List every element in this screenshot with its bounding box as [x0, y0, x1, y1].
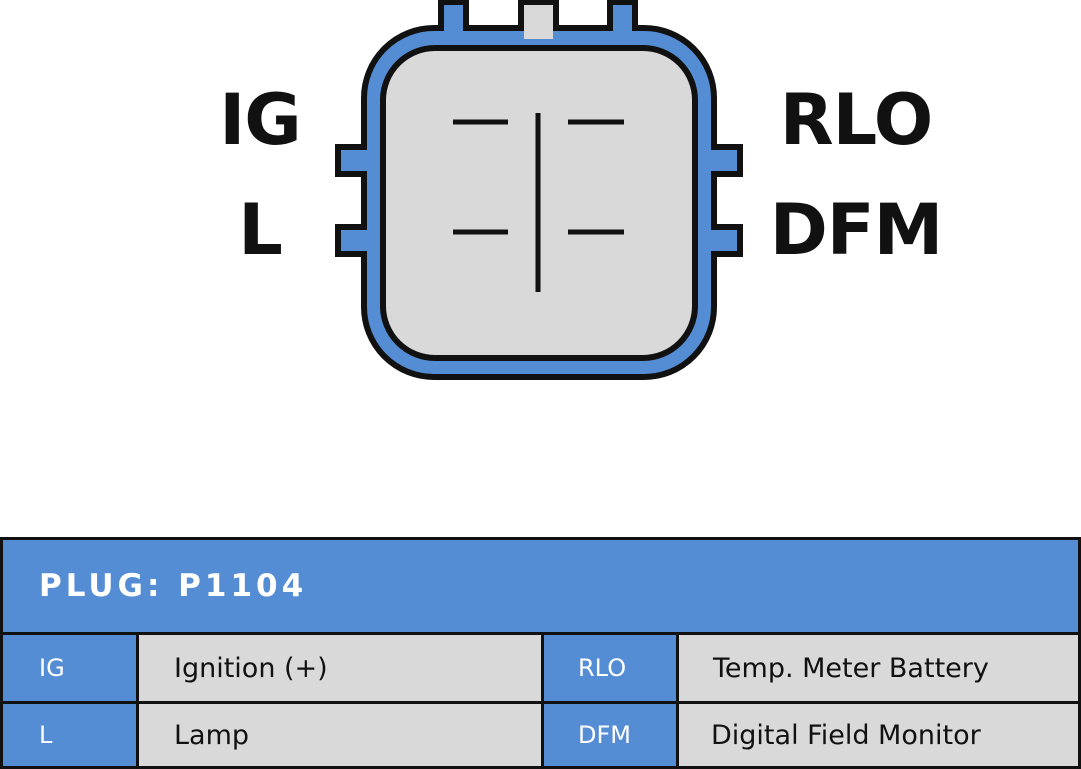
pin-label-dfm: DFM — [769, 189, 944, 271]
row1-code2: RLO — [544, 635, 676, 701]
row2-desc1: Lamp — [139, 704, 541, 766]
pin-label-ig: IG — [219, 79, 302, 161]
row2-code2: DFM — [544, 704, 676, 766]
pin-label-l: L — [238, 189, 283, 271]
pinout-table: PLUG: P1104 IG Ignition (+) RLO Temp. Me… — [0, 537, 1081, 769]
row2-desc2: Digital Field Monitor — [679, 704, 1078, 766]
table-title: PLUG: P1104 — [3, 540, 1078, 632]
row2-code1: L — [3, 704, 136, 766]
row1-desc1: Ignition (+) — [139, 635, 541, 701]
row1-code1: IG — [3, 635, 136, 701]
pin-label-rlo: RLO — [779, 79, 934, 161]
row1-desc2: Temp. Meter Battery — [679, 635, 1078, 701]
connector-diagram — [335, 0, 743, 380]
